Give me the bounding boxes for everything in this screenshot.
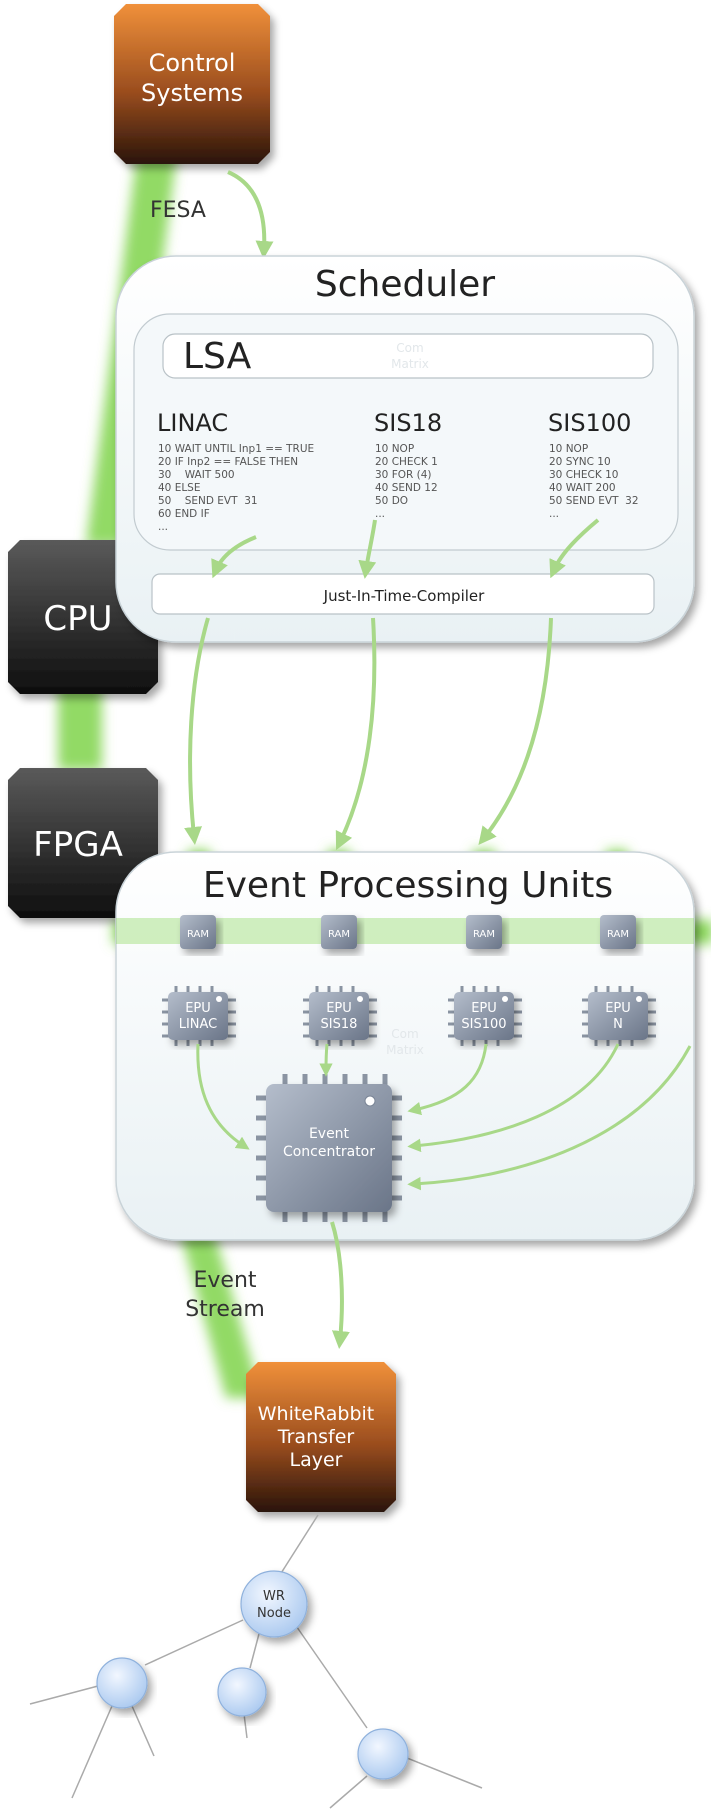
code-line: ... <box>549 508 559 520</box>
program-sis100: SIS100 10 NOP 20 SYNC 10 30 CHECK 10 40 … <box>548 409 639 520</box>
ram-label: RAM <box>607 929 629 940</box>
wr-node-main <box>240 1570 308 1638</box>
code-line: 50 SEND EVT 32 <box>549 495 639 507</box>
compiler-to-epu-arrows <box>184 617 553 851</box>
control-systems-label-1: Control <box>149 49 236 77</box>
epu-chip-sis18 <box>303 986 377 1046</box>
event-stream-arrow <box>330 1221 350 1349</box>
control-systems-block <box>114 4 270 164</box>
concentrator-label: Event <box>309 1126 350 1142</box>
epu-label: EPU <box>471 1001 497 1016</box>
epu-panel <box>115 851 695 1241</box>
watermark-com: Com <box>396 341 423 355</box>
code-line: 40 WAIT 200 <box>549 482 616 494</box>
code-line: 30 CHECK 10 <box>549 469 618 481</box>
watermark-com: Com <box>391 1027 418 1041</box>
program-title: SIS18 <box>374 409 442 437</box>
fesa-label: FESA <box>150 198 206 223</box>
ram-chip-2 <box>321 915 357 949</box>
ram-label: RAM <box>473 929 495 940</box>
epu-label: SIS18 <box>321 1017 358 1032</box>
concentrator-label: Concentrator <box>283 1144 375 1160</box>
code-line: 60 END IF <box>158 508 210 520</box>
program-title: SIS100 <box>548 409 631 437</box>
code-line: ... <box>375 508 385 520</box>
epu-label: SIS100 <box>461 1017 506 1032</box>
ram-chip-3 <box>466 915 502 949</box>
ram-label: RAM <box>187 929 209 940</box>
wr-transfer-label-3: Layer <box>290 1449 343 1471</box>
code-line: 10 NOP <box>375 443 414 455</box>
scheduler-panel <box>115 255 695 643</box>
fpga-block <box>8 768 158 918</box>
wr-node-label: WR <box>263 1589 285 1604</box>
epu-chip-linac <box>162 986 236 1046</box>
fpga-label: FPGA <box>33 825 123 865</box>
epu-label: LINAC <box>179 1017 218 1032</box>
epu-label: EPU <box>326 1001 352 1016</box>
wr-transfer-label-2: Transfer <box>277 1426 355 1448</box>
fesa-arrow <box>227 170 274 259</box>
program-linac: LINAC 10 WAIT UNTIL Inp1 == TRUE 20 IF I… <box>157 409 314 533</box>
code-line: 30 WAIT 500 <box>158 469 235 481</box>
code-line: 10 NOP <box>549 443 588 455</box>
wr-transfer-label-1: WhiteRabbit <box>258 1403 375 1425</box>
code-line: 50 DO <box>375 495 408 507</box>
epu-label: EPU <box>185 1001 211 1016</box>
program-title: LINAC <box>157 409 228 437</box>
program-to-compiler-arrows <box>211 518 600 579</box>
event-stream-label-1: Event <box>193 1268 256 1293</box>
watermark-matrix: Matrix <box>386 1043 424 1057</box>
compiler-bar <box>151 573 655 615</box>
control-systems-label-2: Systems <box>141 79 243 107</box>
ram-chip-4 <box>600 915 636 949</box>
code-line: ... <box>158 521 168 533</box>
cpu-label: CPU <box>43 599 112 639</box>
lsa-label: LSA <box>183 336 252 377</box>
wr-node <box>96 1657 148 1709</box>
code-line: 20 CHECK 1 <box>375 456 438 468</box>
wr-node <box>217 1667 267 1717</box>
event-concentrator-chip <box>256 1074 402 1222</box>
code-line: 20 SYNC 10 <box>549 456 611 468</box>
epu-label: EPU <box>605 1001 631 1016</box>
wr-node <box>357 1728 409 1780</box>
lsa-bar <box>162 333 654 379</box>
code-line: 30 FOR (4) <box>375 469 432 481</box>
epu-chip-n <box>582 986 656 1046</box>
code-line: 20 IF Inp2 == FALSE THEN <box>158 456 298 468</box>
compiler-label: Just-In-Time-Compiler <box>323 587 485 605</box>
wr-node-label: Node <box>257 1606 291 1621</box>
epu-panel-title: Event Processing Units <box>203 865 613 906</box>
epu-label: N <box>613 1017 623 1032</box>
program-sis18: SIS18 10 NOP 20 CHECK 1 30 FOR (4) 40 SE… <box>374 409 442 520</box>
epu-to-concentrator-arrows <box>196 1043 692 1191</box>
scheduler-title: Scheduler <box>315 264 495 305</box>
code-line: 10 WAIT UNTIL Inp1 == TRUE <box>158 443 314 455</box>
watermark-matrix: Matrix <box>391 357 429 371</box>
code-line: 50 SEND EVT 31 <box>158 495 258 507</box>
wr-network <box>29 1514 483 1809</box>
ram-label: RAM <box>328 929 350 940</box>
code-line: 40 ELSE <box>158 482 200 494</box>
event-stream-label-2: Stream <box>185 1297 265 1322</box>
whiterabbit-block <box>246 1362 396 1512</box>
code-line: 40 SEND 12 <box>375 482 438 494</box>
epu-chip-sis100 <box>448 986 522 1046</box>
ram-chip-1 <box>180 915 216 949</box>
